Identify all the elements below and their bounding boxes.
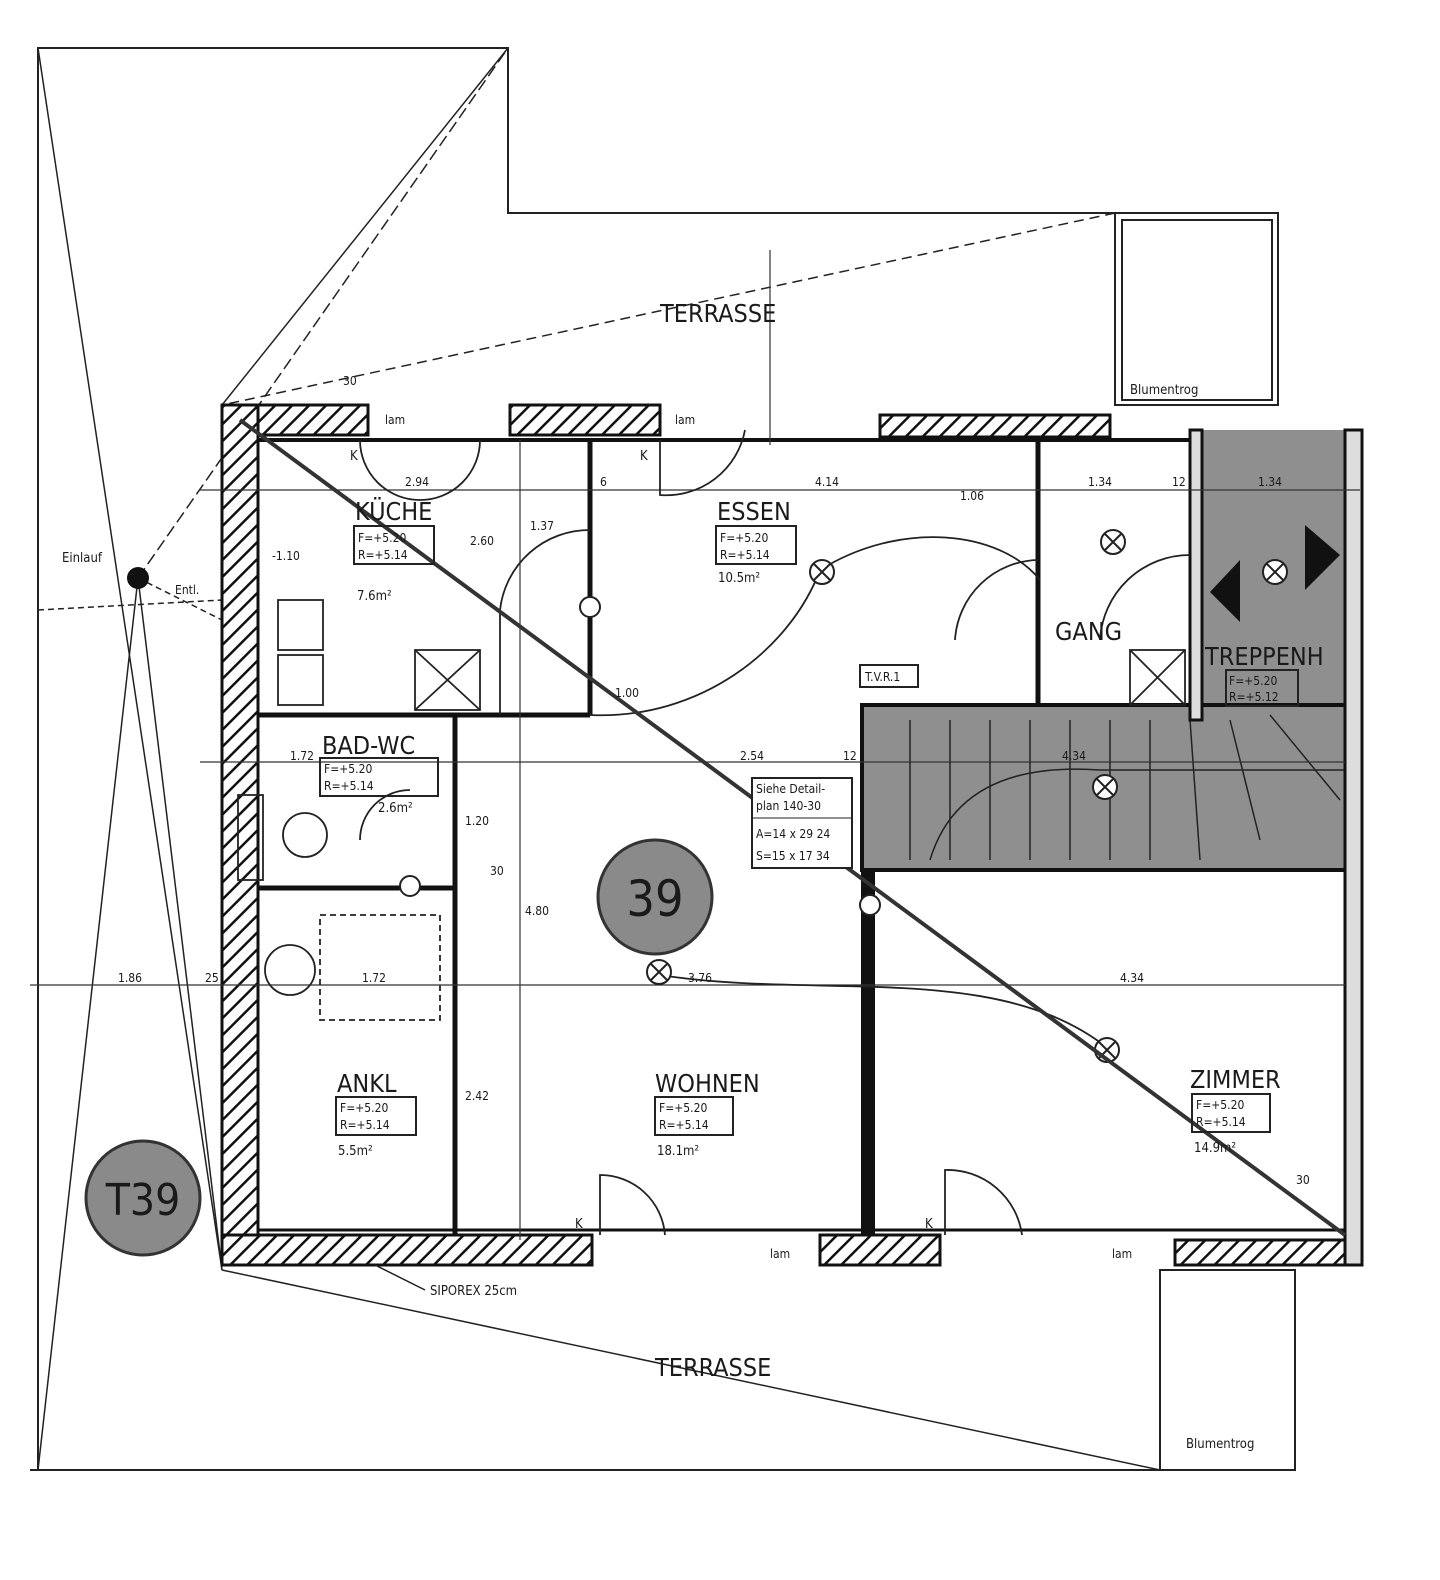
terrace-bottom-label: TERRASSE [654,1353,771,1382]
svg-text:4.80: 4.80 [525,904,549,918]
slope-lines [37,47,1161,1471]
svg-text:39: 39 [626,870,683,928]
svg-text:5.5m²: 5.5m² [338,1144,373,1159]
svg-text:14.9m²: 14.9m² [1194,1141,1236,1156]
svg-text:K: K [350,449,358,464]
svg-text:GANG: GANG [1055,617,1122,646]
svg-text:18.1m²: 18.1m² [657,1144,699,1159]
room-essen: ESSEN F=+5.20 R=+5.14 10.5m² [715,497,797,586]
svg-text:F=+5.20: F=+5.20 [659,1101,707,1115]
planter-bottom [1159,1269,1296,1471]
svg-text:1.72: 1.72 [362,971,386,985]
svg-text:F=+5.20: F=+5.20 [720,531,768,545]
tv-outlet-label: T.V.R.1 [864,670,900,684]
svg-text:1.72: 1.72 [290,749,314,763]
room-treppenhaus: TREPPENH F=+5.20 R=+5.12 [1204,642,1324,707]
svg-text:R=+5.14: R=+5.14 [720,548,770,562]
svg-text:K: K [640,449,648,464]
arrow-right-icon [1305,525,1340,590]
arrow-left-icon [1210,560,1240,622]
svg-text:ZIMMER: ZIMMER [1190,1065,1281,1094]
room-kueche: KÜCHE F=+5.20 R=+5.14 7.6m² [353,497,435,604]
svg-text:R=+5.14: R=+5.14 [358,548,408,562]
svg-text:TREPPENH: TREPPENH [1204,642,1324,671]
drain-icon [127,567,149,589]
room-wohnen: WOHNEN F=+5.20 R=+5.14 18.1m² [654,1069,760,1159]
wall-note: SIPOREX 25cm [430,1284,517,1299]
svg-text:F=+5.20: F=+5.20 [324,762,372,776]
planter-top-label: Blumentrog [1130,383,1198,398]
svg-text:2.54: 2.54 [740,749,764,763]
planter-bottom-label: Blumentrog [1186,1437,1254,1452]
svg-text:plan 140-30: plan 140-30 [756,799,821,813]
exterior-walls [220,403,1364,1267]
svg-text:6: 6 [600,475,607,489]
svg-text:25: 25 [205,971,219,985]
svg-text:K: K [575,1217,583,1232]
svg-text:1.06: 1.06 [960,489,984,503]
detail-note: Siehe Detail- plan 140-30 A=14 x 29 24 S… [751,777,853,869]
svg-text:1.20: 1.20 [465,814,489,828]
svg-text:R=+5.14: R=+5.14 [1196,1115,1246,1129]
svg-text:T39: T39 [105,1175,181,1226]
door-swings [237,429,1191,1236]
svg-text:1.34: 1.34 [1258,475,1282,489]
svg-text:4.14: 4.14 [815,475,839,489]
svg-text:lam: lam [770,1247,790,1261]
svg-text:30: 30 [1296,1173,1310,1187]
svg-text:R=+5.12: R=+5.12 [1229,690,1279,704]
svg-text:12: 12 [843,749,857,763]
svg-text:KÜCHE: KÜCHE [355,497,432,526]
svg-text:ANKL: ANKL [337,1069,397,1098]
unit-stamp: T39 [84,1139,202,1257]
svg-text:7.6m²: 7.6m² [357,589,392,604]
svg-text:R=+5.14: R=+5.14 [340,1118,390,1132]
svg-text:2.94: 2.94 [405,475,429,489]
svg-text:F=+5.20: F=+5.20 [340,1101,388,1115]
svg-text:K: K [925,1217,933,1232]
room-ankleide: ANKL F=+5.20 R=+5.14 5.5m² [335,1069,417,1159]
svg-text:4.34: 4.34 [1062,749,1086,763]
svg-text:3.76: 3.76 [688,971,712,985]
dimension-lines [30,250,1360,1240]
unit-badge: 39 [596,838,714,956]
svg-text:R=+5.14: R=+5.14 [659,1118,709,1132]
svg-text:1.00: 1.00 [615,686,639,700]
svg-text:1.37: 1.37 [530,519,554,533]
svg-text:10.5m²: 10.5m² [718,571,760,586]
svg-text:2.60: 2.60 [470,534,494,548]
svg-text:30: 30 [490,864,504,878]
svg-text:30: 30 [343,374,357,388]
svg-text:F=+5.20: F=+5.20 [358,531,406,545]
svg-text:12: 12 [1172,475,1186,489]
terrace-top-label: TERRASSE [659,299,776,328]
svg-text:A=14 x 29 24: A=14 x 29 24 [756,827,830,841]
svg-text:lam: lam [675,413,695,427]
svg-text:BAD-WC: BAD-WC [322,731,415,760]
svg-text:S=15 x 17 34: S=15 x 17 34 [756,849,830,863]
planter-top [1114,212,1279,406]
svg-text:4.34: 4.34 [1120,971,1144,985]
svg-text:Siehe Detail-: Siehe Detail- [756,782,825,796]
svg-text:-1.10: -1.10 [272,549,300,563]
vent-label: Entl. [175,583,199,597]
interior-walls [258,438,1345,1235]
room-bad-wc: BAD-WC F=+5.20 R=+5.14 2.6m² [319,731,439,816]
svg-text:lam: lam [1112,1247,1132,1261]
svg-text:F=+5.20: F=+5.20 [1229,674,1277,688]
svg-text:ESSEN: ESSEN [717,497,791,526]
dimension-labels: 2.94 4.14 1.34 1.34 12 6 2.54 12 1.72 1.… [118,374,1310,1261]
svg-text:2.42: 2.42 [465,1089,489,1103]
svg-text:1.34: 1.34 [1088,475,1112,489]
room-gang: GANG [1055,617,1122,646]
svg-text:1.86: 1.86 [118,971,142,985]
svg-text:2.6m²: 2.6m² [378,801,413,816]
room-zimmer: ZIMMER F=+5.20 R=+5.14 14.9m² [1190,1065,1281,1156]
drain-label: Einlauf [62,551,103,566]
svg-text:WOHNEN: WOHNEN [655,1069,760,1098]
svg-text:F=+5.20: F=+5.20 [1196,1098,1244,1112]
svg-text:lam: lam [385,413,405,427]
svg-text:R=+5.14: R=+5.14 [324,779,374,793]
